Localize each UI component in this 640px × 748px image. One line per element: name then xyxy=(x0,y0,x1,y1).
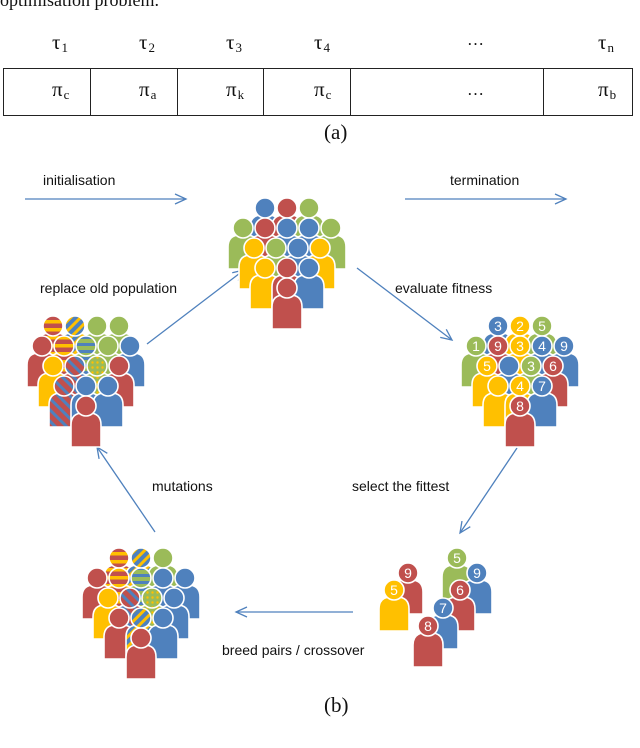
flow-arrow xyxy=(459,447,518,535)
table-divider xyxy=(90,69,91,115)
person-icon: 8 xyxy=(504,395,536,448)
label-initialisation: initialisation xyxy=(43,172,116,188)
fitness-number: 5 xyxy=(538,318,546,334)
header-cell-2: τ2 xyxy=(139,30,155,55)
label-replace: replace old population xyxy=(40,280,177,296)
fitness-number: 9 xyxy=(560,338,568,354)
person-icon xyxy=(70,395,102,448)
fitness-number: 9 xyxy=(404,565,412,581)
fitness-number: 1 xyxy=(472,338,480,354)
label-evaluate: evaluate fitness xyxy=(395,280,493,296)
flow-arrow xyxy=(356,267,454,341)
population-group xyxy=(81,547,201,680)
flow-arrows xyxy=(25,193,568,618)
label-termination: termination xyxy=(450,172,520,188)
caption-a: (a) xyxy=(324,120,348,144)
fitness-number: 5 xyxy=(453,550,461,566)
fitness-number: 6 xyxy=(549,358,557,374)
fitness-number: 9 xyxy=(473,565,481,581)
flow-arrow xyxy=(146,269,246,345)
fitness-number: 5 xyxy=(483,358,491,374)
fitness-number: 9 xyxy=(494,338,502,354)
header-cell-1: τ1 xyxy=(52,30,68,55)
fitness-number: 7 xyxy=(538,378,546,394)
fitness-number: 7 xyxy=(439,600,447,616)
person-icon xyxy=(271,277,303,330)
fitness-number: 8 xyxy=(424,618,432,634)
label-mutations: mutations xyxy=(152,478,213,494)
header-cell-ellipsis: … xyxy=(467,30,484,49)
table-divider xyxy=(350,69,351,115)
header-cell-4: τ4 xyxy=(314,30,330,55)
row-cell-4: πc xyxy=(314,77,332,102)
table-divider xyxy=(177,69,178,115)
row-cell-2: πa xyxy=(139,77,157,102)
header-cell-3: τ3 xyxy=(226,30,242,55)
row-cell-3: πk xyxy=(226,77,245,102)
fitness-number: 2 xyxy=(516,318,524,334)
row-cell-n: πb xyxy=(598,77,617,102)
person-icon: 8 xyxy=(412,615,444,668)
row-cell-ellipsis: … xyxy=(467,80,484,99)
person-icon xyxy=(125,627,157,680)
fitness-number: 8 xyxy=(516,398,524,414)
population-group xyxy=(227,197,347,330)
fitness-number: 6 xyxy=(456,582,464,598)
table-divider xyxy=(543,69,544,115)
label-select: select the fittest xyxy=(352,478,450,494)
fitness-number: 3 xyxy=(527,358,535,374)
fitness-number: 3 xyxy=(494,318,502,334)
population-group xyxy=(26,315,146,448)
top-text: optimisation problem. xyxy=(0,0,159,10)
table-divider xyxy=(263,69,264,115)
fitness-number: 5 xyxy=(390,582,398,598)
label-breed: breed pairs / crossover xyxy=(222,642,365,658)
header-cell-n: τn xyxy=(598,30,614,55)
fitness-number: 3 xyxy=(516,338,524,354)
person-icon: 5 xyxy=(378,579,410,632)
caption-b: (b) xyxy=(324,693,349,717)
assignment-table xyxy=(3,68,633,116)
fitness-number: 4 xyxy=(516,378,524,394)
fitness-number: 4 xyxy=(538,338,546,354)
row-cell-1: πc xyxy=(52,77,70,102)
flow-arrow xyxy=(96,445,156,533)
